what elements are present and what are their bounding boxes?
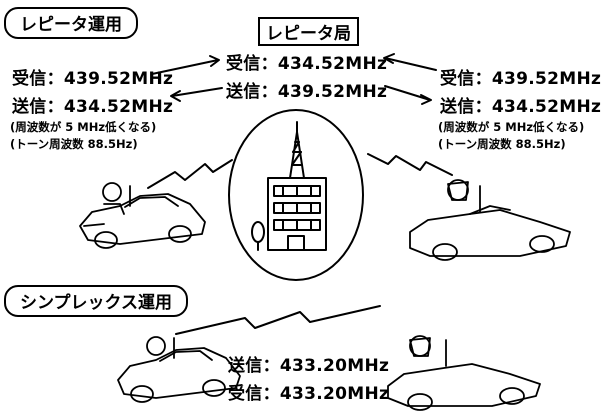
right-note-offset: (周波数が 5 MHz低くなる) xyxy=(438,120,585,134)
left-tx-freq: 送信：434.52MHz xyxy=(12,97,174,117)
station-rx-freq: 受信：434.52MHz xyxy=(226,54,388,74)
lightning-simplex xyxy=(175,305,381,335)
arrow-right-to-repeater xyxy=(384,57,437,71)
left-note-tone: (トーン周波数 88.5Hz) xyxy=(10,137,138,151)
building-icon xyxy=(267,177,327,251)
lightning-left-to-repeater xyxy=(147,159,233,189)
arrowhead xyxy=(209,55,220,67)
car-icon-left xyxy=(79,182,206,249)
antenna-tower-icon xyxy=(289,121,305,179)
left-rx-freq: 受信：439.52MHz xyxy=(12,69,174,89)
simplex-rx-freq: 受信：433.20MHz xyxy=(228,384,390,404)
arrowhead xyxy=(383,53,395,64)
car-icon-simplex-right xyxy=(387,335,541,411)
repeater-circle xyxy=(228,109,364,281)
left-note-offset: (周波数が 5 MHz低くなる) xyxy=(10,120,157,134)
right-rx-freq: 受信：439.52MHz xyxy=(440,69,601,89)
right-note-tone: (トーン周波数 88.5Hz) xyxy=(438,137,566,151)
arrowhead xyxy=(420,94,432,105)
arrowhead xyxy=(170,90,181,102)
arrow-left-to-repeater xyxy=(151,59,219,75)
repeater-mode-title: レピータ運用 xyxy=(4,7,138,39)
simplex-tx-freq: 送信：433.20MHz xyxy=(228,356,390,376)
arrow-repeater-to-right xyxy=(384,85,431,101)
arrow-repeater-to-left xyxy=(171,87,223,97)
right-tx-freq: 送信：434.52MHz xyxy=(440,97,601,117)
simplex-mode-title: シンプレックス運用 xyxy=(4,285,188,317)
repeater-station-label: レピータ局 xyxy=(258,17,359,46)
tree-icon xyxy=(251,221,265,251)
lightning-right-to-repeater xyxy=(367,153,453,176)
car-icon-right xyxy=(409,179,571,261)
station-tx-freq: 送信：439.52MHz xyxy=(226,82,388,102)
car-icon-simplex-left xyxy=(117,336,241,403)
